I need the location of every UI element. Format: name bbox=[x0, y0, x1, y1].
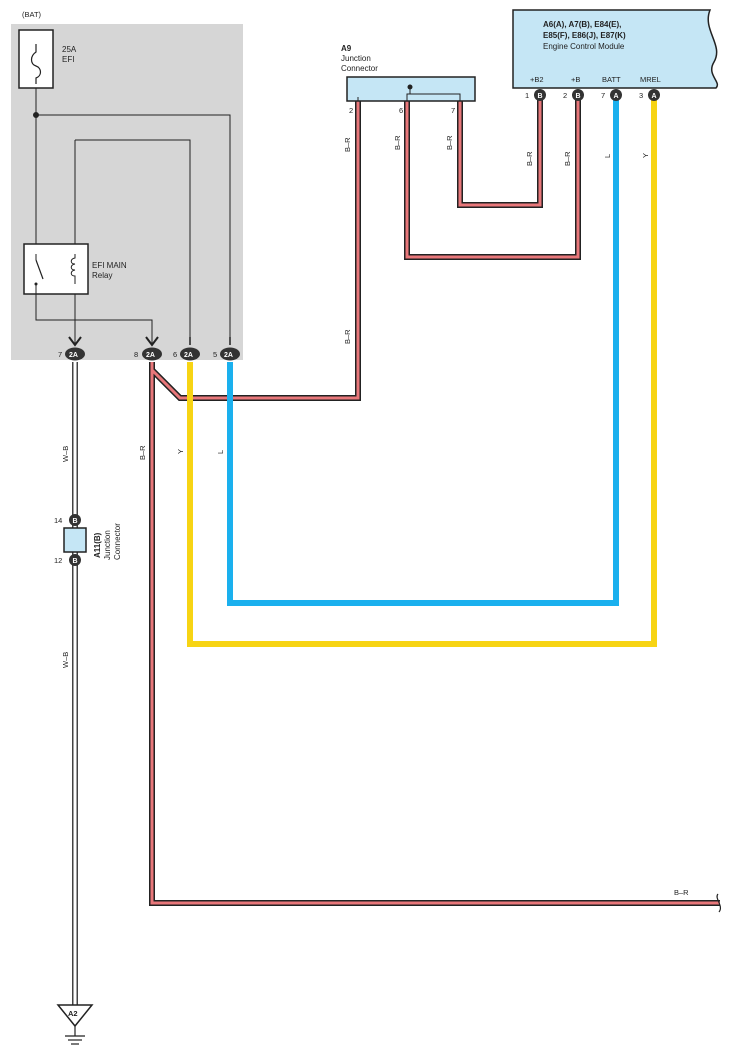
wire-label-y-pin6: Y bbox=[176, 449, 185, 454]
svg-text:B: B bbox=[73, 558, 78, 565]
svg-text:5: 5 bbox=[213, 350, 217, 359]
wire-label-l-ecm: L bbox=[603, 154, 612, 158]
connector-2a-pin-5: 5 2A bbox=[213, 337, 240, 361]
svg-text:2A: 2A bbox=[224, 352, 233, 359]
bat-label: (BAT) bbox=[22, 10, 42, 19]
wire-label-br-a9-7: B–R bbox=[445, 135, 454, 150]
connector-2a-pin-7: 7 2A bbox=[58, 336, 85, 361]
wire-label-y-ecm: Y bbox=[641, 153, 650, 158]
a9-junction-connector bbox=[346, 76, 476, 102]
ecm-box bbox=[512, 9, 719, 89]
svg-text:A2: A2 bbox=[68, 1009, 78, 1018]
efi-fuse bbox=[18, 29, 54, 244]
ground-a2: A2 bbox=[56, 1004, 94, 1045]
svg-text:B: B bbox=[73, 518, 78, 525]
ecm-pin-1: 1 B bbox=[525, 89, 546, 101]
svg-text:2A: 2A bbox=[69, 352, 78, 359]
relay-name-2: Relay bbox=[92, 271, 112, 280]
a9-name-2: Connector bbox=[341, 64, 378, 73]
svg-text:3: 3 bbox=[639, 91, 643, 100]
ecm-terminal-name-mrel: MREL bbox=[640, 75, 661, 84]
wire-label-br-pin8: B–R bbox=[138, 445, 147, 460]
wire-label-br-ecm-1: B–R bbox=[525, 151, 534, 166]
svg-text:2A: 2A bbox=[184, 352, 193, 359]
a11-id: A11(B) bbox=[93, 532, 102, 558]
a9-pin-6: 6 bbox=[399, 106, 403, 115]
relay-name-1: EFI MAIN bbox=[92, 261, 127, 270]
fuse-rating: 25A bbox=[62, 45, 77, 54]
efi-main-relay bbox=[23, 243, 89, 295]
a9-name-1: Junction bbox=[341, 54, 371, 63]
a11-junction-connector: 14 B 12 B bbox=[54, 514, 87, 566]
wire-label-br-ecm-2: B–R bbox=[563, 151, 572, 166]
wire-label-br-a9-2-top: B–R bbox=[343, 137, 352, 152]
wire-label-wb-top: W–B bbox=[61, 446, 70, 462]
svg-text:14: 14 bbox=[54, 516, 62, 525]
wire-label-wb-bottom: W–B bbox=[61, 652, 70, 668]
a11-name-1: Junction bbox=[103, 530, 112, 560]
ecm-pin-7: 7 A bbox=[601, 89, 622, 101]
svg-text:12: 12 bbox=[54, 556, 62, 565]
relay-internal-lines bbox=[33, 112, 231, 345]
wire-y bbox=[187, 100, 657, 647]
svg-text:A: A bbox=[614, 93, 619, 100]
ecm-terminal-name-batt: BATT bbox=[602, 75, 621, 84]
a9-pin-7: 7 bbox=[451, 106, 455, 115]
wire-b-r bbox=[149, 100, 720, 906]
a9-id: A9 bbox=[341, 44, 352, 53]
wire-label-br-a9-2-low: B–R bbox=[343, 329, 352, 344]
ecm-codes-1: A6(A), A7(B), E84(E), bbox=[543, 20, 621, 29]
svg-text:B: B bbox=[576, 93, 581, 100]
svg-text:1: 1 bbox=[525, 91, 529, 100]
fuse-name: EFI bbox=[62, 55, 74, 64]
ecm-pin-3: 3 A bbox=[639, 89, 660, 101]
a9-pin-2: 2 bbox=[349, 106, 353, 115]
svg-text:6: 6 bbox=[173, 350, 177, 359]
svg-text:7: 7 bbox=[58, 350, 62, 359]
ecm-terminal-name-b: +B bbox=[571, 75, 580, 84]
ecm-terminal-name-b2: +B2 bbox=[530, 75, 544, 84]
wire-break-mark bbox=[716, 893, 721, 913]
svg-text:2A: 2A bbox=[146, 352, 155, 359]
wire-label-l-pin5: L bbox=[216, 450, 225, 454]
a11-name-2: Connector bbox=[113, 523, 122, 560]
ecm-codes-2: E85(F), E86(J), E87(K) bbox=[543, 31, 626, 40]
ecm-pin-2: 2 B bbox=[563, 89, 584, 101]
wire-label-br-right: B–R bbox=[674, 888, 689, 897]
wire-label-br-a9-6: B–R bbox=[393, 135, 402, 150]
svg-text:7: 7 bbox=[601, 91, 605, 100]
svg-text:B: B bbox=[538, 93, 543, 100]
connector-2a-pin-8: 8 2A bbox=[134, 336, 162, 361]
wire-l bbox=[227, 100, 619, 606]
svg-text:A: A bbox=[652, 93, 657, 100]
svg-text:2: 2 bbox=[563, 91, 567, 100]
connector-2a-pin-6: 6 2A bbox=[173, 337, 200, 361]
ecm-name: Engine Control Module bbox=[543, 42, 625, 51]
svg-text:8: 8 bbox=[134, 350, 138, 359]
